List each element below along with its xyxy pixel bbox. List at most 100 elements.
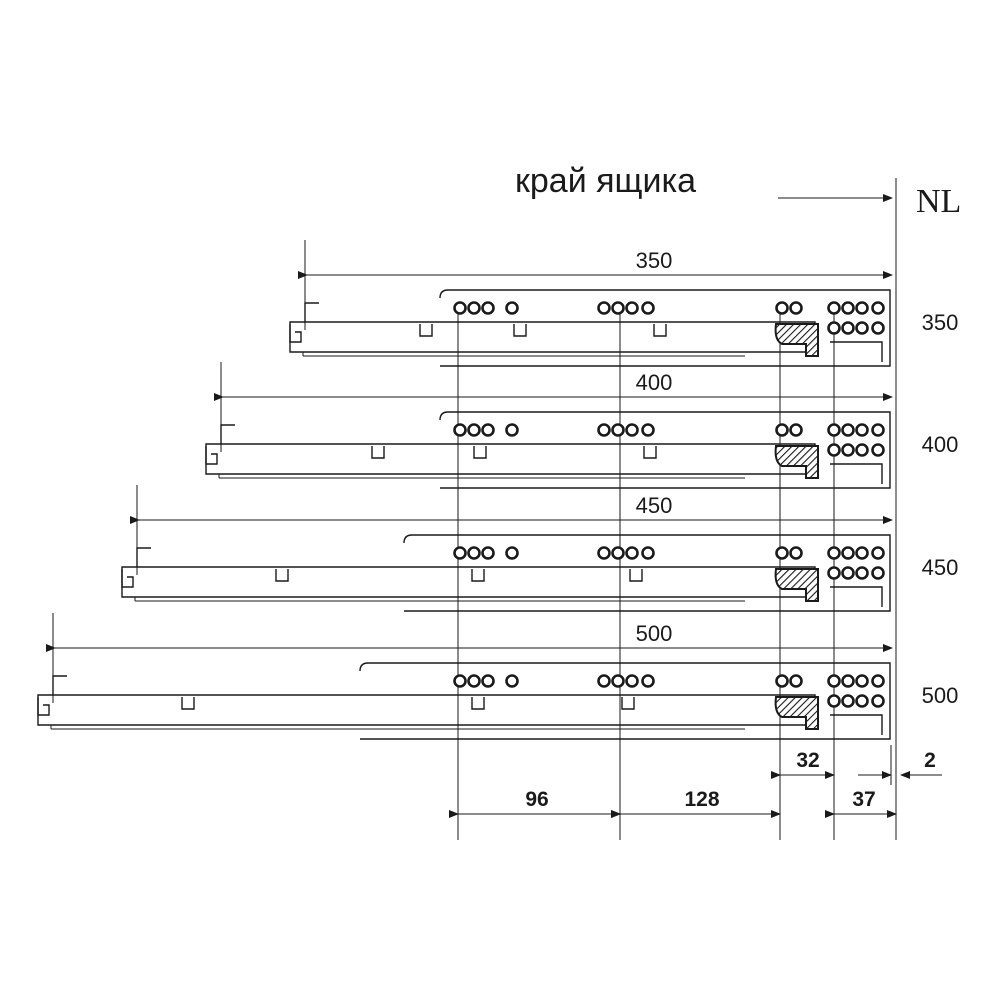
mounting-hole (827, 443, 841, 457)
dimension-2-label: 2 (924, 749, 936, 772)
bottom-dimensions: 96 128 37 32 2 (449, 745, 942, 818)
upper-carriage (439, 411, 891, 489)
mounting-hole (855, 423, 869, 437)
mounting-hole (827, 694, 841, 708)
mounting-hole (641, 546, 655, 560)
mounting-hole (481, 301, 495, 315)
mounting-hole (641, 674, 655, 688)
mounting-hole (481, 674, 495, 688)
mounting-hole (775, 674, 789, 688)
length-dimension-label: 450 (636, 493, 673, 518)
rail-tab (181, 697, 195, 710)
mounting-hole (871, 301, 885, 315)
slide-450: 450 450 (121, 485, 959, 612)
mounting-hole (871, 321, 885, 335)
mounting-hole (871, 566, 885, 580)
mounting-hole (467, 423, 481, 437)
mounting-hole (625, 674, 639, 688)
mounting-hole (467, 674, 481, 688)
mounting-hole (611, 301, 625, 315)
slide-400: 400 400 (205, 362, 959, 489)
mounting-hole (453, 301, 467, 315)
upper-carriage (439, 289, 891, 367)
rail-end-profile (830, 714, 883, 735)
mounting-hole (871, 423, 885, 437)
main-rail (289, 321, 816, 353)
mounting-hole (625, 546, 639, 560)
mounting-hole (855, 694, 869, 708)
mounting-hole (841, 321, 855, 335)
mounting-hole (789, 301, 803, 315)
mounting-hole (597, 301, 611, 315)
rail-tab (275, 569, 289, 582)
mounting-hole (641, 301, 655, 315)
mounting-hole (855, 301, 869, 315)
mounting-hole (775, 546, 789, 560)
rail-end-profile (830, 341, 883, 362)
mounting-hole (841, 443, 855, 457)
mounting-hole (775, 301, 789, 315)
mounting-hole (871, 443, 885, 457)
mounting-hole (855, 674, 869, 688)
mounting-hole (841, 301, 855, 315)
mounting-hole (481, 423, 495, 437)
mounting-hole (841, 546, 855, 560)
main-rail (205, 443, 816, 475)
rail-end-profile (830, 586, 883, 607)
size-label: 400 (922, 432, 959, 457)
locking-clip (774, 445, 819, 479)
mounting-hole (871, 546, 885, 560)
mounting-hole (789, 674, 803, 688)
mounting-hole (775, 423, 789, 437)
mounting-hole (841, 674, 855, 688)
mounting-hole (827, 546, 841, 560)
mounting-hole (467, 301, 481, 315)
mounting-hole (855, 321, 869, 335)
rail-tab (629, 569, 643, 582)
mounting-hole (827, 301, 841, 315)
mounting-hole (625, 423, 639, 437)
mounting-hole (453, 674, 467, 688)
dimension-37-label: 37 (852, 788, 875, 811)
mounting-hole (827, 566, 841, 580)
mounting-hole (625, 301, 639, 315)
length-dimension-label: 350 (636, 248, 673, 273)
mounting-hole (453, 423, 467, 437)
upper-carriage (403, 534, 891, 612)
mounting-hole (505, 674, 519, 688)
front-hook (304, 302, 319, 322)
dimension-96-label: 96 (525, 788, 548, 811)
mounting-hole (597, 674, 611, 688)
rail-tab (419, 324, 433, 337)
rail-tab (643, 446, 657, 459)
rail-tab (371, 446, 385, 459)
mounting-hole (597, 423, 611, 437)
mounting-hole (855, 566, 869, 580)
upper-carriage (359, 662, 891, 740)
rail-tab (513, 324, 527, 337)
length-dimension-label: 400 (636, 370, 673, 395)
rail-tab (653, 324, 667, 337)
mounting-hole (827, 674, 841, 688)
mounting-hole (505, 546, 519, 560)
mounting-hole (453, 546, 467, 560)
size-label: 500 (922, 683, 959, 708)
locking-clip (774, 696, 819, 730)
mounting-hole (871, 674, 885, 688)
main-rail (121, 566, 816, 598)
mounting-hole (611, 674, 625, 688)
mounting-hole (841, 423, 855, 437)
rail-end-profile (830, 463, 883, 484)
front-bracket (205, 446, 218, 465)
mounting-hole (467, 546, 481, 560)
rail-tab (471, 569, 485, 582)
dimension-32-label: 32 (796, 749, 819, 772)
mounting-hole (641, 423, 655, 437)
front-bracket (121, 569, 134, 588)
mounting-hole (855, 546, 869, 560)
mounting-hole (505, 423, 519, 437)
size-label: 450 (922, 555, 959, 580)
